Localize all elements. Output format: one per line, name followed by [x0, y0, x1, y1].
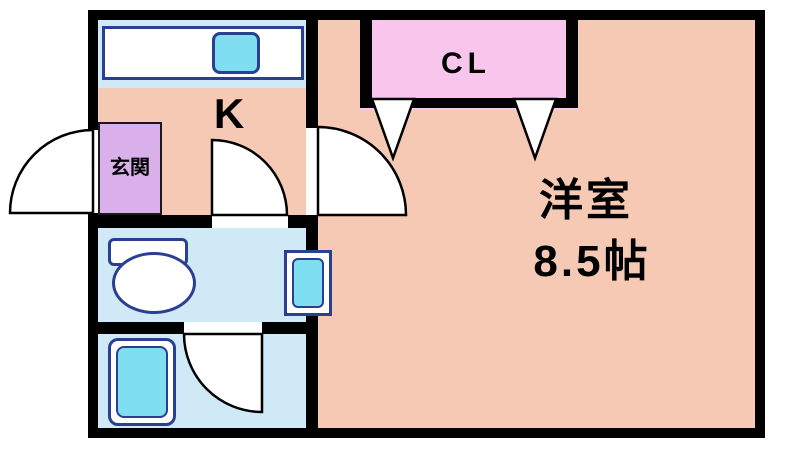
closet-wall-right — [566, 20, 578, 108]
wall-segment — [88, 213, 98, 438]
entrance-label: 玄関 — [110, 157, 150, 179]
kitchen-sink — [212, 32, 260, 74]
wall-segment — [306, 10, 318, 128]
wall-segment — [88, 10, 765, 20]
entrance-door-swing — [8, 128, 95, 215]
door-opening — [306, 128, 318, 215]
bathtub-basin — [116, 346, 168, 418]
closet-wall-left — [360, 20, 372, 108]
toilet-bowl — [112, 252, 196, 314]
room-entrance-fill — [98, 122, 162, 215]
door-opening — [88, 130, 98, 213]
main-room-size-label: 8.5帖 — [533, 237, 651, 286]
wall-segment — [755, 10, 765, 438]
wall-segment — [262, 322, 306, 334]
wall-segment — [98, 322, 184, 334]
wall-segment — [306, 215, 318, 428]
wall-segment — [98, 215, 212, 228]
door-opening — [212, 215, 288, 228]
wall-segment — [88, 10, 98, 130]
wall-segment — [288, 215, 306, 228]
wall-segment — [88, 428, 765, 438]
kitchen-counter — [102, 26, 304, 80]
closet-wall-bottom — [360, 98, 578, 108]
bathtub — [108, 338, 176, 426]
kitchen-label: K — [213, 90, 245, 137]
room-closet-fill — [360, 10, 578, 110]
closet-label: CL — [441, 47, 491, 80]
main-room-name-label: 洋室 — [539, 176, 633, 225]
washing-machine-pan — [284, 250, 332, 316]
door-opening — [184, 322, 262, 334]
washing-machine — [292, 258, 324, 308]
